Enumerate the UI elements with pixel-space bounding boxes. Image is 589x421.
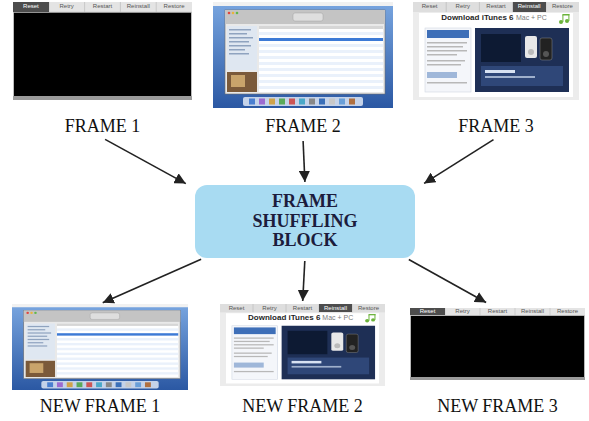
frame-caption: NEW FRAME 2 [190, 396, 415, 418]
block-label: FRAME SHUFFLING BLOCK [240, 192, 370, 251]
process-box: FRAME SHUFFLING BLOCK [195, 185, 415, 258]
flow-arrow [409, 260, 486, 303]
tab-label: Retry [253, 304, 286, 312]
tab-label: Reinstall [120, 2, 156, 12]
frame-box: FRAME 1 [13, 2, 192, 138]
frame-caption: NEW FRAME 3 [380, 396, 589, 418]
frame-caption: FRAME 1 [0, 116, 222, 138]
tab-label: Restore [156, 2, 192, 12]
frame-box: NEW FRAME 1 [12, 304, 188, 418]
frame-screenshot [410, 308, 585, 380]
frame-box: FRAME 3 [413, 2, 579, 138]
frame-box: FRAME 2 [213, 2, 393, 138]
tab-label: Reinstall [319, 304, 352, 312]
page-subheading: Mac + PC [322, 314, 353, 322]
frame-screenshot [213, 2, 393, 108]
tab-label: Reset [220, 304, 253, 312]
frame-screenshot [220, 304, 385, 386]
frame-screenshot [13, 2, 192, 100]
tab-label: Reset [413, 2, 446, 12]
frame-box: NEW FRAME 3 [410, 304, 585, 418]
tab-label: Restore [352, 304, 385, 312]
frame-caption: FRAME 3 [383, 116, 589, 138]
flow-arrow [424, 140, 493, 184]
tab-label: Reinstall [515, 308, 550, 315]
tab-label: Retry [446, 2, 479, 12]
tab-label: Retry [445, 308, 480, 315]
flow-arrow [105, 139, 186, 183]
page-heading: Download iTunes 6 [248, 313, 320, 323]
tab-label: Restore [550, 308, 585, 315]
tab-label: Restart [480, 308, 515, 315]
tab-label: Restart [479, 2, 512, 12]
tab-label: Restart [85, 2, 121, 12]
tab-label: Retry [49, 2, 85, 12]
tab-label: Reset [13, 2, 49, 12]
tab-label: Restart [286, 304, 319, 312]
tab-label: Reset [410, 308, 445, 315]
page-subheading: Mac + PC [516, 14, 547, 22]
tab-label: Reinstall [513, 2, 546, 12]
frame-caption: NEW FRAME 1 [0, 396, 218, 418]
flow-arrow [303, 261, 305, 301]
frame-screenshot [12, 304, 188, 390]
frame-screenshot [413, 2, 579, 100]
tab-label: Restore [546, 2, 579, 12]
flow-arrow [303, 141, 305, 182]
page-heading: Download iTunes 6 [441, 13, 513, 23]
flow-arrow [103, 259, 201, 303]
frame-caption: FRAME 2 [183, 116, 423, 138]
